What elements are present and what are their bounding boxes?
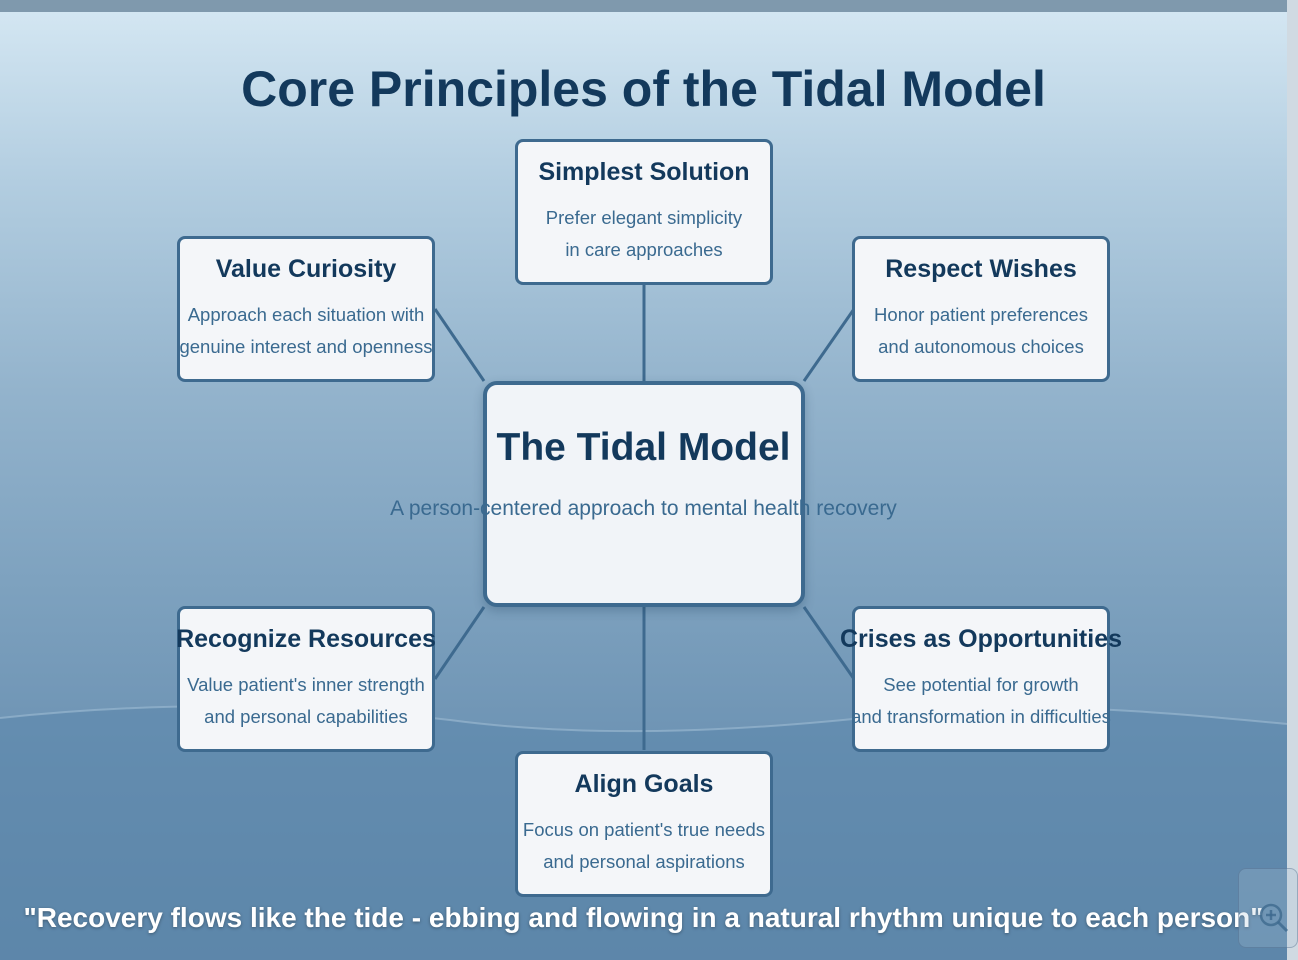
center-subtitle: A person-centered approach to mental hea… [390, 497, 897, 520]
principle-description-line: Honor patient preferences [874, 304, 1088, 325]
right-border [1287, 0, 1298, 960]
connector-crises [802, 606, 856, 680]
principle-description-line: and personal capabilities [204, 706, 408, 727]
principle-description-line: in care approaches [565, 239, 723, 260]
principle-description-line: and personal aspirations [543, 851, 745, 872]
top-border [0, 0, 1298, 12]
principle-description-line: Approach each situation with [187, 304, 425, 325]
principle-title: Crises as Opportunities [839, 625, 1123, 653]
connector-wishes [802, 308, 856, 382]
principle-title: Recognize Resources [176, 625, 436, 653]
center-node [483, 381, 805, 607]
principle-card-goals: Align Goals Focus on patient's true need… [515, 751, 773, 897]
principle-description-line: Focus on patient's true needs [522, 819, 766, 840]
principle-title: Respect Wishes [885, 255, 1077, 283]
principle-description-line: Prefer elegant simplicity [545, 207, 743, 228]
principle-description: Prefer elegant simplicity in care approa… [478, 202, 810, 266]
connector-curiosity [433, 308, 486, 382]
zoom-button[interactable] [1238, 868, 1298, 948]
principle-description-line: genuine interest and openness [179, 336, 433, 357]
diagram-canvas: Core Principles of the Tidal Model Simpl… [0, 12, 1287, 960]
principle-description: Approach each situation with genuine int… [140, 299, 472, 363]
recovery-quote: "Recovery flows like the tide - ebbing a… [23, 902, 1264, 933]
principle-description: Value patient's inner strength and perso… [140, 669, 472, 733]
principle-title: Align Goals [574, 770, 714, 798]
principle-title: Simplest Solution [538, 158, 750, 186]
principle-title: Value Curiosity [215, 255, 397, 283]
connector-lines [433, 284, 856, 750]
principle-description-line: and transformation in difficulties [851, 706, 1111, 727]
center-title: The Tidal Model [496, 426, 791, 469]
principle-card-curiosity: Value Curiosity Approach each situation … [177, 236, 435, 382]
principle-card-simplest: Simplest Solution Prefer elegant simplic… [515, 139, 773, 285]
connector-resources [433, 606, 486, 680]
principle-description: Honor patient preferences and autonomous… [815, 299, 1147, 363]
zoom-in-icon [1259, 903, 1289, 933]
principle-description: Focus on patient's true needs and person… [478, 814, 810, 878]
principle-card-wishes: Respect Wishes Honor patient preferences… [852, 236, 1110, 382]
page-title: Core Principles of the Tidal Model [241, 61, 1046, 117]
principle-description: See potential for growth and transformat… [815, 669, 1147, 733]
principle-description-line: and autonomous choices [878, 336, 1084, 357]
principle-description-line: See potential for growth [883, 674, 1079, 695]
principle-card-resources: Recognize Resources Value patient's inne… [176, 606, 436, 752]
principle-card-crises: Crises as Opportunities See potential fo… [840, 606, 1122, 752]
principle-description-line: Value patient's inner strength [187, 674, 425, 695]
